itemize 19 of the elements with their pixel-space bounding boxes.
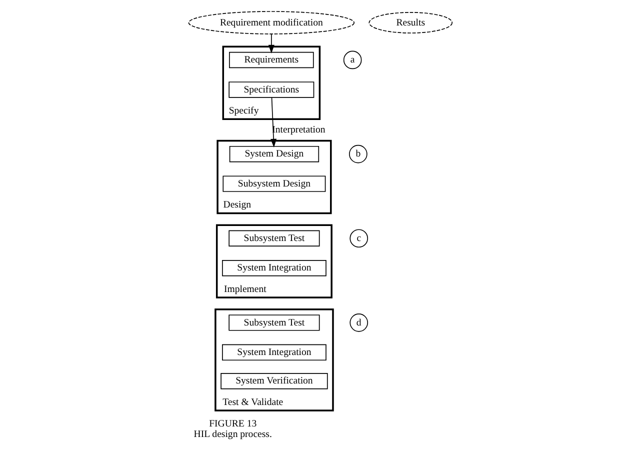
node-box: Subsystem Design [222,176,326,192]
node-box: System Integration [222,344,326,361]
node-box: Specifications [228,82,314,98]
node-box: Requirements [228,52,314,68]
node-ellipse: Results [368,12,452,34]
node-box: Subsystem Test [228,314,320,331]
node-box: System Design [228,146,319,162]
node-circle: a [342,50,362,70]
node-circle: c [349,229,368,248]
node-box: System Integration [222,260,326,276]
caption: HIL design process. [193,429,272,440]
arrow [268,34,274,54]
node-circle: d [349,314,368,332]
node-box: Subsystem Test [228,230,320,246]
node-circle: b [348,144,367,164]
node-box: System Verification [220,373,328,390]
arrow [270,97,276,148]
diagram-title: FIGURE 13 [208,418,256,430]
node-ellipse: Requirement modification [188,11,354,34]
